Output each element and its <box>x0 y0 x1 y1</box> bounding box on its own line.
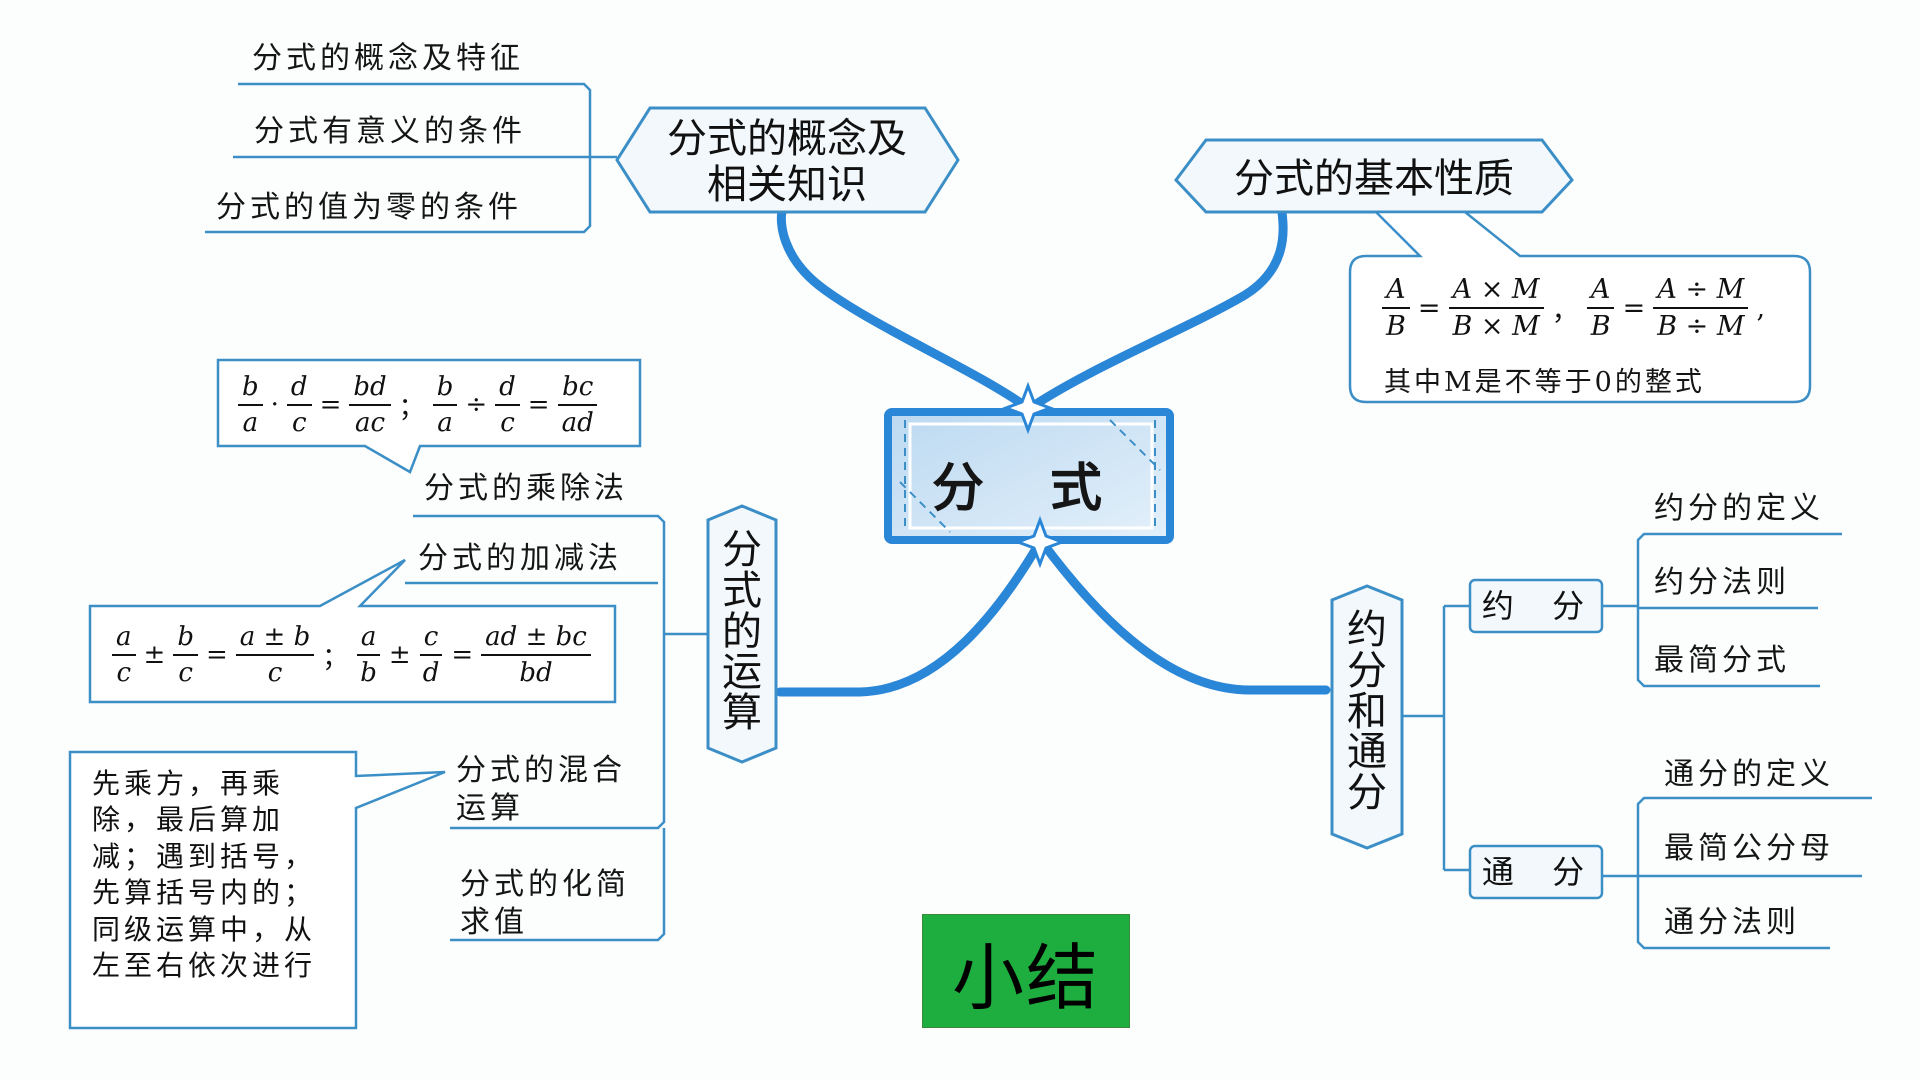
concept-item-zero-value: 分式的值为零的条件 <box>216 190 522 225</box>
common-label: 通 分 <box>1481 853 1599 891</box>
reduce-item-rule: 约分法则 <box>1654 565 1790 600</box>
common-leaf-lines <box>1602 796 1872 950</box>
concept-item-features: 分式的概念及特征 <box>252 41 524 76</box>
center-node-label: 分 式 <box>931 458 1127 519</box>
operation-item-mixed: 分式的混合运算 <box>456 753 626 826</box>
operation-item-simplify: 分式的化简求值 <box>460 867 630 940</box>
reduce-box <box>1468 578 1604 634</box>
common-item-lcd: 最简公分母 <box>1664 831 1834 866</box>
reduce-item-definition: 约分的定义 <box>1654 491 1824 526</box>
operation-item-muldiv: 分式的乘除法 <box>424 471 628 506</box>
reduce-leaf-lines <box>1636 532 1842 688</box>
concept-title-box <box>615 106 960 214</box>
muldiv-formula-box <box>216 358 642 474</box>
summary-button[interactable]: 小结 <box>922 914 1130 1028</box>
branch-curve-reduction <box>1037 537 1331 695</box>
common-box <box>1468 844 1604 900</box>
property-condition: 其中M是不等于0的整式 <box>1384 367 1705 398</box>
branch-curve-property <box>1025 207 1288 413</box>
mixed-operation-note: 先乘方，再乘除，最后算加减；遇到括号，先算括号内的；同级运算中，从左至右依次进行 <box>92 767 317 982</box>
concept-item-meaningful: 分式有意义的条件 <box>254 114 526 149</box>
operation-leaf-lines <box>405 514 708 942</box>
mixed-note-box <box>68 750 446 1030</box>
star-bottom <box>1013 515 1067 569</box>
star-top <box>1001 381 1055 435</box>
common-item-definition: 通分的定义 <box>1664 757 1834 792</box>
operation-title-box <box>706 504 778 764</box>
reduce-item-simplest: 最简分式 <box>1654 643 1790 678</box>
reduction-connectors <box>1402 604 1638 872</box>
property-formula-box <box>1348 210 1812 404</box>
operation-branch-title: 分式的运算 <box>722 527 762 737</box>
common-item-rule: 通分法则 <box>1664 905 1800 940</box>
property-title-box <box>1174 138 1574 214</box>
reduction-branch-title: 约分和通分 <box>1347 607 1387 817</box>
branch-curve-operation <box>775 537 1045 697</box>
reduce-label: 约 分 <box>1481 587 1599 625</box>
concept-branch-title: 分式的概念及相关知识 <box>667 116 907 208</box>
concept-leaf-lines <box>205 82 617 234</box>
reduction-title-box <box>1330 584 1404 850</box>
property-branch-title: 分式的基本性质 <box>1234 156 1514 202</box>
addsub-formula-box <box>88 558 617 704</box>
branch-curve-concept <box>776 207 1033 413</box>
operation-item-addsub: 分式的加减法 <box>418 541 622 576</box>
